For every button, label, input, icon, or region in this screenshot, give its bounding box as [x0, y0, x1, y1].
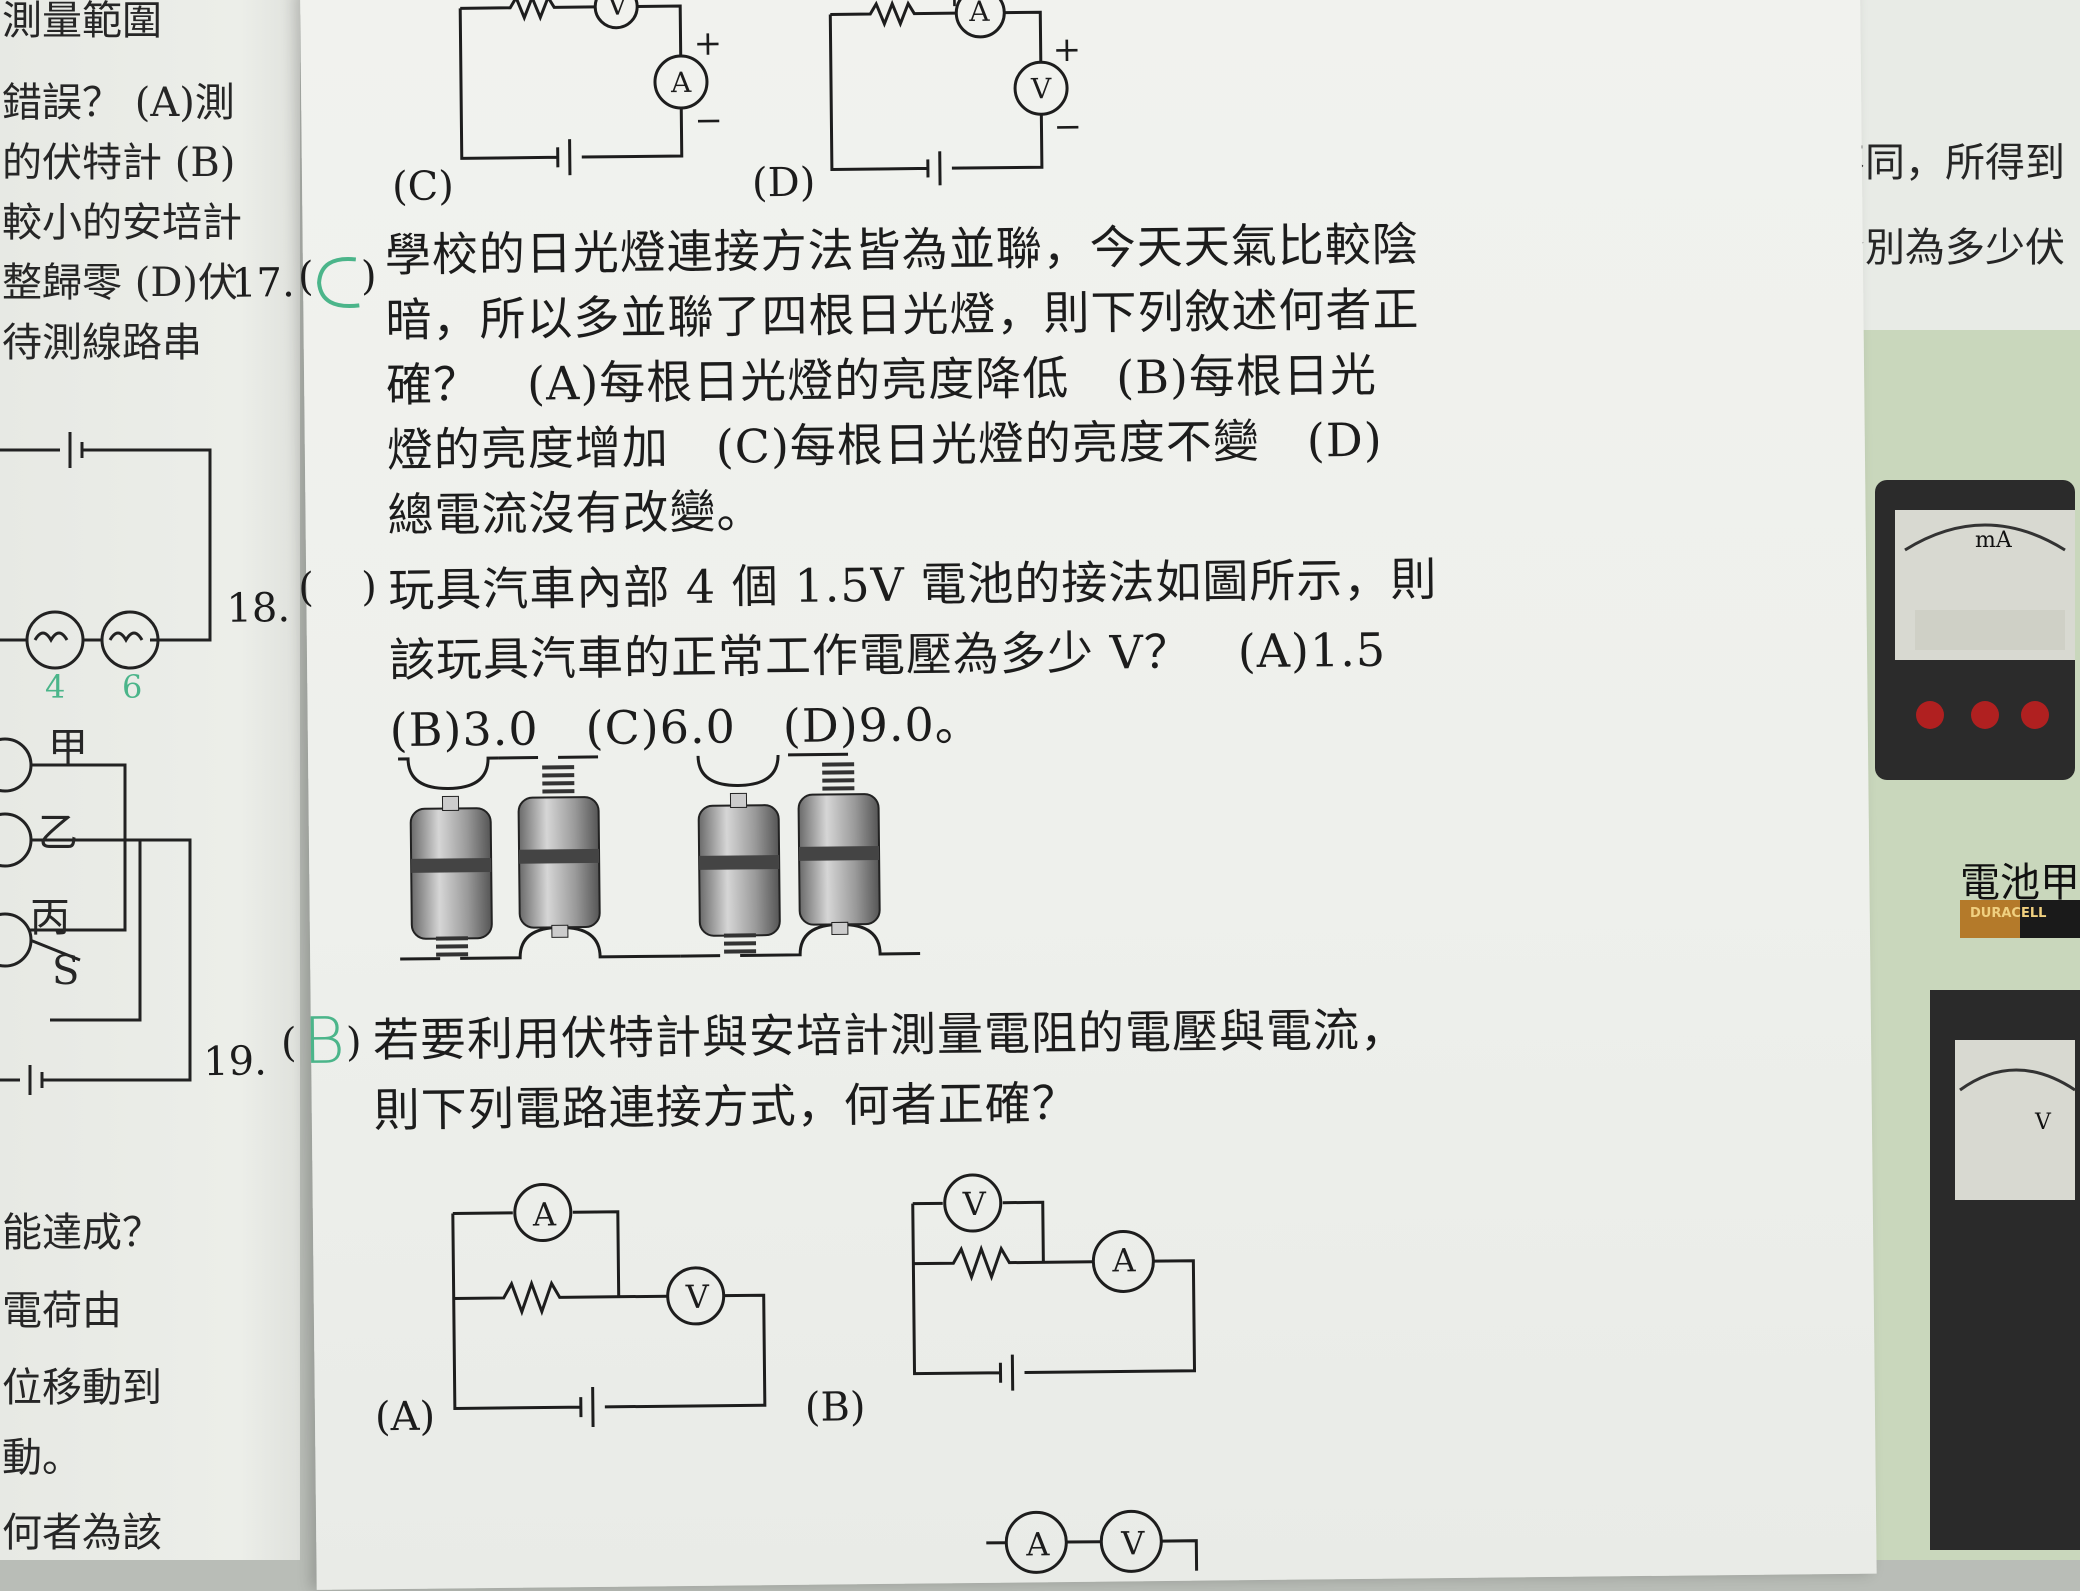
q18-line-1: 玩具汽車內部 4 個 1.5V 電池的接法如圖所示，則	[388, 552, 1438, 618]
q18-paren-open: (	[298, 564, 315, 612]
q17-line-4: 燈的亮度增加 (C)每根日光燈的亮度不變 (D)	[386, 412, 1383, 478]
left-line-4: 較小的安培計	[2, 200, 242, 246]
label-bing: 丙	[30, 895, 70, 941]
left-circuit-diagram	[0, 432, 212, 1095]
meter-photos	[1875, 480, 2080, 1550]
q19-line-2: 則下列電路連接方式，何者正確？	[373, 1075, 1079, 1138]
handwritten-6: 6	[122, 668, 143, 706]
left-line-3: 的伏特計 (B)	[2, 140, 236, 186]
q19-b-ammeter-label: A	[1112, 1241, 1136, 1280]
q17-line-5: 總電流沒有改變。	[387, 484, 764, 543]
q17-number: 17.	[230, 260, 295, 307]
q18-number: 18.	[226, 585, 291, 632]
label-switch-s: S	[52, 948, 80, 994]
top-d-minus-v: −	[1053, 106, 1083, 148]
left-line-6: 待測線路串	[2, 320, 202, 366]
battery-figure	[398, 752, 921, 961]
left-line-1: 測量範圍	[2, 0, 162, 44]
top-c-plus: +	[693, 23, 723, 64]
q19-circuits	[451, 1173, 1199, 1574]
right-line-2: 分別為多少伏	[1825, 225, 2065, 271]
left-bottom-line-2: 電荷由	[2, 1288, 122, 1334]
top-circuits	[458, 0, 1069, 186]
q18-paren-close: )	[361, 564, 378, 611]
q18-line-2: 該玩具汽車的正常工作電壓為多少 V？ (A)1.5	[388, 622, 1387, 688]
top-c-ammeter-label: A	[670, 65, 692, 100]
left-bottom-line-5: 何者為該	[2, 1510, 162, 1556]
q19-paren-open: (	[280, 1020, 297, 1067]
q19-a-voltmeter-label: V	[685, 1277, 710, 1317]
q17-line-3: 確？ (A)每根日光燈的亮度降低 (B)每根日光	[385, 347, 1378, 413]
battery-4	[797, 762, 881, 935]
battery-2	[517, 765, 601, 938]
left-page: 測量範圍 錯誤？ (A)測 的伏特計 (B) 較小的安培計 整歸零 (D)伏 待…	[0, 0, 300, 1560]
label-jia: 甲	[48, 725, 88, 771]
top-d-label: (D)	[751, 159, 816, 207]
meter-label-ma: mA	[1975, 528, 2012, 553]
left-bottom-line-3: 位移動到	[2, 1365, 162, 1411]
meter-label-v: V	[2035, 1110, 2051, 1135]
left-line-2: 錯誤？ (A)測	[2, 80, 235, 126]
main-page: V A + − A V + − + − (C) (D) 17. ( ) 學校的日…	[203, 0, 1877, 1590]
q19-a-ammeter-label: A	[532, 1195, 557, 1234]
top-c-label: (C)	[391, 163, 455, 211]
top-d-minus-a: −	[1000, 0, 1029, 15]
left-bottom-line-1: 能達成？	[2, 1210, 162, 1256]
top-d-plus-a: +	[940, 0, 969, 15]
q19-option-a-label: (A)	[374, 1393, 436, 1441]
label-yi: 乙	[38, 810, 78, 856]
q19-line-1: 若要利用伏特計與安培計測量電阻的電壓與電流，	[372, 1002, 1408, 1068]
top-d-plus-v: +	[1052, 29, 1082, 71]
q17-handwritten-mark	[317, 257, 360, 309]
q19-b-voltmeter-label: V	[962, 1184, 987, 1224]
q19-number: 19.	[202, 1038, 268, 1086]
label-battery-jia: 電池甲	[1960, 860, 2080, 906]
left-bottom-line-4: 動。	[2, 1435, 82, 1481]
q19-extra-ammeter-label: A	[1026, 1525, 1050, 1564]
handwritten-4: 4	[45, 668, 66, 706]
q17-line-2: 暗，所以多並聯了四根日光燈，則下列敘述何者正	[385, 282, 1420, 348]
top-d-voltmeter-label: V	[1030, 72, 1052, 106]
top-d-ammeter-label: A	[969, 0, 990, 28]
q18-options-line: (B)3.0 (C)6.0 (D)9.0。	[389, 696, 983, 758]
q19-option-b-label: (B)	[804, 1384, 866, 1431]
q19-extra-voltmeter-label: V	[1121, 1524, 1145, 1563]
top-c-voltmeter-label: V	[607, 0, 628, 22]
q19-handwritten-answer: B	[302, 1004, 346, 1080]
battery-1	[409, 795, 493, 957]
q19-paren-close: )	[345, 1019, 362, 1066]
q17-line-1: 學校的日光燈連接方法皆為並聯，今天天氣比較陰	[384, 217, 1420, 283]
battery-3	[697, 792, 781, 954]
battery-brand: DURACELL	[1970, 906, 2047, 921]
right-line-1: 不同，所得到	[1825, 140, 2065, 186]
top-c-minus: −	[694, 100, 724, 141]
left-line-5: 整歸零 (D)伏	[2, 260, 238, 306]
